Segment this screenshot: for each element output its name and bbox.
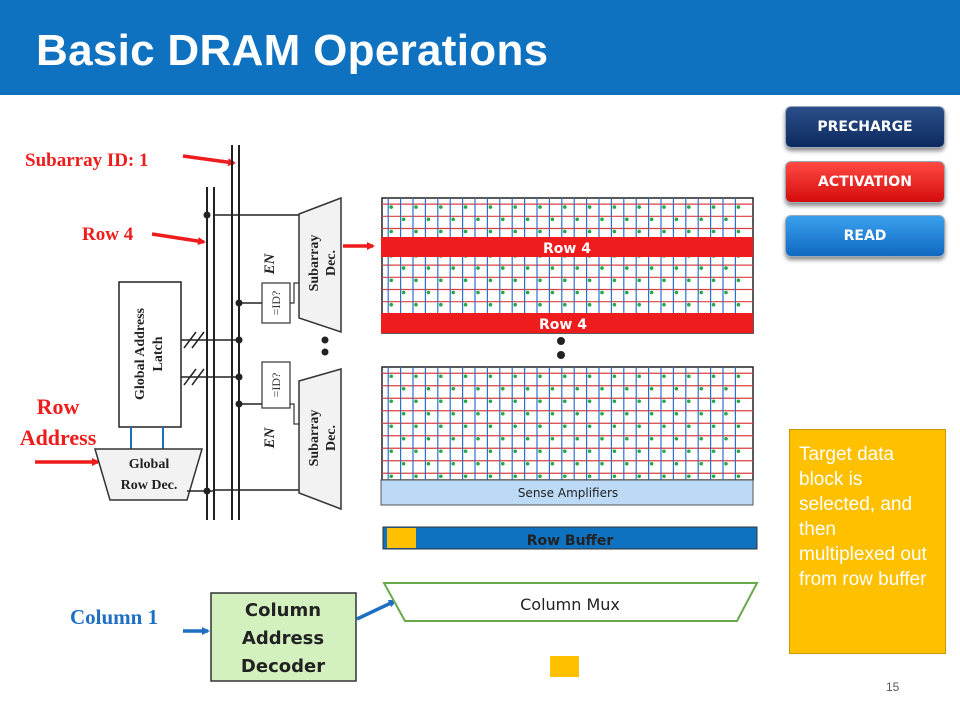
page-number: 15 <box>886 680 900 694</box>
row4-buffered-label: Row 4 <box>539 317 587 333</box>
subarray-decoder-upper-label-line1: Subarray <box>307 235 322 292</box>
row4-input-label: Row 4 <box>82 224 134 245</box>
output-data-block <box>550 656 579 677</box>
id-check-lower <box>261 361 291 409</box>
precharge-button[interactable]: PRECHARGE <box>785 106 945 148</box>
global-row-decoder-label-line2: Row Dec. <box>121 478 178 493</box>
junction-dot <box>235 299 243 307</box>
activation-button[interactable]: ACTIVATION <box>785 161 945 203</box>
junction-dot <box>235 400 243 408</box>
row4-copy-bar <box>381 313 753 333</box>
read-button[interactable]: READ <box>785 215 945 257</box>
junction-dot <box>235 373 243 381</box>
row4-arrow <box>151 232 206 246</box>
ellipsis-dot <box>557 351 565 359</box>
target-data-block <box>387 528 416 548</box>
ellipsis-dot <box>557 337 565 345</box>
en-upper-label: EN <box>262 252 278 275</box>
column-decoder-label-line3: Decoder <box>241 656 325 677</box>
slide-title: Basic DRAM Operations <box>36 26 549 75</box>
global-row-decoder-label-line1: Global <box>129 457 170 472</box>
column-decoder-label-line1: Column <box>245 600 321 621</box>
row-address-label-line2: Address <box>20 425 97 450</box>
junction-dot <box>203 487 211 495</box>
row4-active-label: Row 4 <box>543 241 591 257</box>
subarray-decoder-lower <box>298 368 342 511</box>
id-check-lower-label: =ID? <box>269 373 283 398</box>
bus-width-slash-2 <box>191 331 205 349</box>
row-buffer <box>382 526 758 550</box>
column1-label: Column 1 <box>70 605 158 629</box>
explanation-note: Target data block is selected, and then … <box>789 429 946 654</box>
sense-amplifiers-label: Sense Amplifiers <box>518 486 618 500</box>
en-lower-label: EN <box>262 426 278 449</box>
global-address-latch <box>118 281 182 428</box>
id-check-upper-label: =ID? <box>269 291 283 316</box>
row4-highlight-bar <box>381 237 753 257</box>
subarray-decoder-lower-label-line2: Dec. <box>324 425 339 451</box>
id-check-upper <box>261 282 291 324</box>
ellipsis-dot <box>321 336 329 344</box>
bus-width-slash-1 <box>183 331 197 349</box>
decoder-to-mux-arrow <box>356 599 397 621</box>
column-mux <box>382 582 759 622</box>
bus-width-slash-4 <box>191 368 205 386</box>
junction-dot <box>203 211 211 219</box>
subarray-id-arrow <box>182 154 236 167</box>
en-lower-wire <box>290 403 299 425</box>
cell-array-upper <box>381 197 754 334</box>
en-upper-wire <box>290 282 299 304</box>
global-address-latch-label-line2: Latch <box>151 336 166 371</box>
global-address-latch-label-line1: Global Address <box>133 307 148 399</box>
junction-dot <box>235 336 243 344</box>
row-address-label-line1: Row <box>37 394 80 419</box>
bus-width-slash-3 <box>183 368 197 386</box>
column-mux-label: Column Mux <box>520 595 620 614</box>
subarray-decoder-lower-label-line1: Subarray <box>307 410 322 467</box>
column-decoder-label-line2: Address <box>242 628 324 649</box>
ellipsis-dot <box>321 348 329 356</box>
column-address-decoder <box>210 592 357 682</box>
subarray-decoder-upper-label-line2: Dec. <box>324 250 339 276</box>
subarray-id-label: Subarray ID: 1 <box>25 150 149 171</box>
sense-amplifiers <box>380 479 754 506</box>
cell-array-lower <box>381 366 754 481</box>
title-bar <box>0 0 960 95</box>
global-row-decoder <box>93 448 204 501</box>
row-buffer-label: Row Buffer <box>527 533 614 549</box>
